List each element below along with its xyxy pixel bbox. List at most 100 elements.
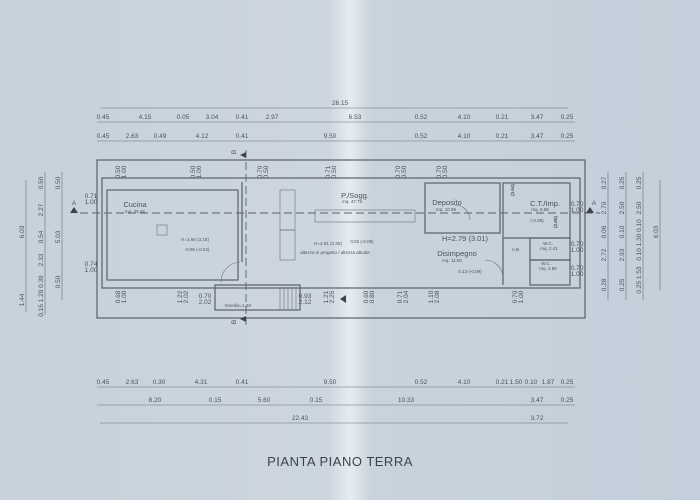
- section-arrow-a-right: [586, 207, 594, 213]
- opening-height: 0.50: [263, 165, 270, 178]
- opening-height: 2.12: [299, 299, 312, 306]
- dimension-label: 0.06: [601, 225, 608, 238]
- opening-width: 0.70: [199, 293, 212, 300]
- dimension-label: 8.20: [149, 397, 162, 404]
- room-label: mq. 2.86: [539, 266, 557, 271]
- dimension-label: 9.50: [324, 133, 337, 140]
- room-label: H=3.66 (3.18): [181, 237, 209, 242]
- room-label: P./Sogg.: [341, 191, 369, 200]
- opening-width: 0.50: [115, 165, 122, 178]
- dimension-label: 0.10: [525, 379, 538, 386]
- dimension-label: 4.15: [139, 114, 152, 121]
- section-arrow-a-left: [70, 207, 78, 213]
- room-label: Disimpegno: [437, 249, 477, 258]
- section-marker-b: B: [231, 320, 238, 324]
- opening-width: 1.22: [177, 290, 184, 303]
- dimension-label: 2.63: [126, 379, 139, 386]
- opening-height: 1.00: [571, 207, 584, 214]
- opening-height: 2.02: [199, 299, 212, 306]
- dimension-label: 4.31: [195, 379, 208, 386]
- room-label: Deposito: [432, 198, 462, 207]
- dimension-label: 0.10 1.30 0.10: [636, 219, 643, 261]
- dimension-label: 0.21: [496, 114, 509, 121]
- dimension-label: 3.72: [531, 415, 544, 422]
- section-arrow-b-bottom: [240, 316, 246, 322]
- room-label: H=2.91 (3.30): [314, 241, 342, 246]
- room-label: W.C.: [543, 241, 553, 246]
- dimension-label: 10.33: [398, 397, 415, 404]
- dimension-label: 2.97: [266, 114, 279, 121]
- dimension-label: 2.27: [38, 203, 45, 216]
- room-label: 0.13 (-0.09): [458, 269, 482, 274]
- room-label: mq. 47.79: [342, 199, 363, 204]
- dimension-label: 0.21: [496, 379, 509, 386]
- dimension-label: 2.50: [636, 201, 643, 214]
- opening-width: 1.10: [428, 290, 435, 303]
- opening-height: 1.00: [518, 290, 525, 303]
- dimension-label: 0.25 1.53: [636, 266, 643, 293]
- drawing-title: PIANTA PIANO TERRA: [267, 454, 413, 469]
- room-label: mq. 2.41: [540, 246, 558, 251]
- dimension-label: 0.15: [209, 397, 222, 404]
- opening-height: 0.80: [369, 290, 376, 303]
- dimension-label: 5.03: [55, 230, 62, 243]
- opening-height: 1.00: [571, 271, 584, 278]
- opening-height: 0.50: [442, 165, 449, 178]
- dimension-label: 2.63: [126, 133, 139, 140]
- dimension-label: 3.47: [531, 397, 544, 404]
- dimension-label: 3.47: [531, 114, 544, 121]
- opening-height: 1.00: [121, 165, 128, 178]
- opening-height: 1.00: [85, 267, 98, 274]
- room-label: C.T./Imp.: [530, 199, 560, 208]
- dimension-label: 1.44: [19, 293, 26, 306]
- opening-width: 0.71: [85, 193, 98, 200]
- opening-width: 0.70: [571, 241, 584, 248]
- dimension-label: 0.10: [619, 225, 626, 238]
- opening-height: 1.00: [121, 290, 128, 303]
- room-label: mq. 11.00: [442, 258, 462, 263]
- dimension-label: 6.03: [653, 225, 660, 238]
- dimension-label: 0.25: [561, 379, 574, 386]
- dimension-label: 2.70: [601, 201, 608, 214]
- staircase: [279, 287, 297, 310]
- dimension-label: 0.52: [415, 133, 428, 140]
- dimension-label: 0.45: [97, 133, 110, 140]
- opening-height: 2.02: [183, 290, 190, 303]
- dimension-label: 0.25: [561, 397, 574, 404]
- dimension-label: 2.93: [619, 248, 626, 261]
- opening-height: 1.00: [571, 247, 584, 254]
- opening-height: 2.04: [403, 290, 410, 303]
- dimension-label: 0.49: [154, 133, 167, 140]
- opening-height: 2.25: [329, 290, 336, 303]
- dimension-label: 22.43: [292, 415, 309, 422]
- opening-width: 0.70: [571, 201, 584, 208]
- dimension-label: 2.50: [619, 201, 626, 214]
- dimension-label: 4.10: [458, 379, 471, 386]
- room-label: hmedia=1.60: [225, 303, 252, 308]
- dimension-label: 1.87: [542, 379, 555, 386]
- building-walls: [96, 159, 586, 319]
- dimension-label: 0.15: [310, 397, 323, 404]
- dimension-label: 0.52: [415, 379, 428, 386]
- room-label: -0.05 (-0.24): [185, 247, 210, 252]
- dimension-label: 0.50: [55, 176, 62, 189]
- opening-width: 0.70: [257, 165, 264, 178]
- dimension-label: 0.50: [38, 176, 45, 189]
- opening-height: 0.50: [331, 165, 338, 178]
- opening-height: 0.50: [401, 165, 408, 178]
- opening-width: 0.70: [436, 165, 443, 178]
- dimension-label: 5.60: [258, 397, 271, 404]
- dimension-label: 0.52: [415, 114, 428, 121]
- room-label: 0.02 (-0.08): [350, 239, 374, 244]
- dimension-label: 0.25: [561, 133, 574, 140]
- dimension-label: 0.41: [236, 379, 249, 386]
- room-label: Cucina: [123, 200, 147, 209]
- room-label: mq. 6.69: [531, 207, 549, 212]
- entrance-arrow-icon: [340, 295, 346, 303]
- dimension-label: 0.50: [55, 275, 62, 288]
- dimension-label: 2.33: [38, 253, 45, 266]
- dimension-lines: [25, 107, 661, 424]
- dimension-label: 0.25: [619, 278, 626, 291]
